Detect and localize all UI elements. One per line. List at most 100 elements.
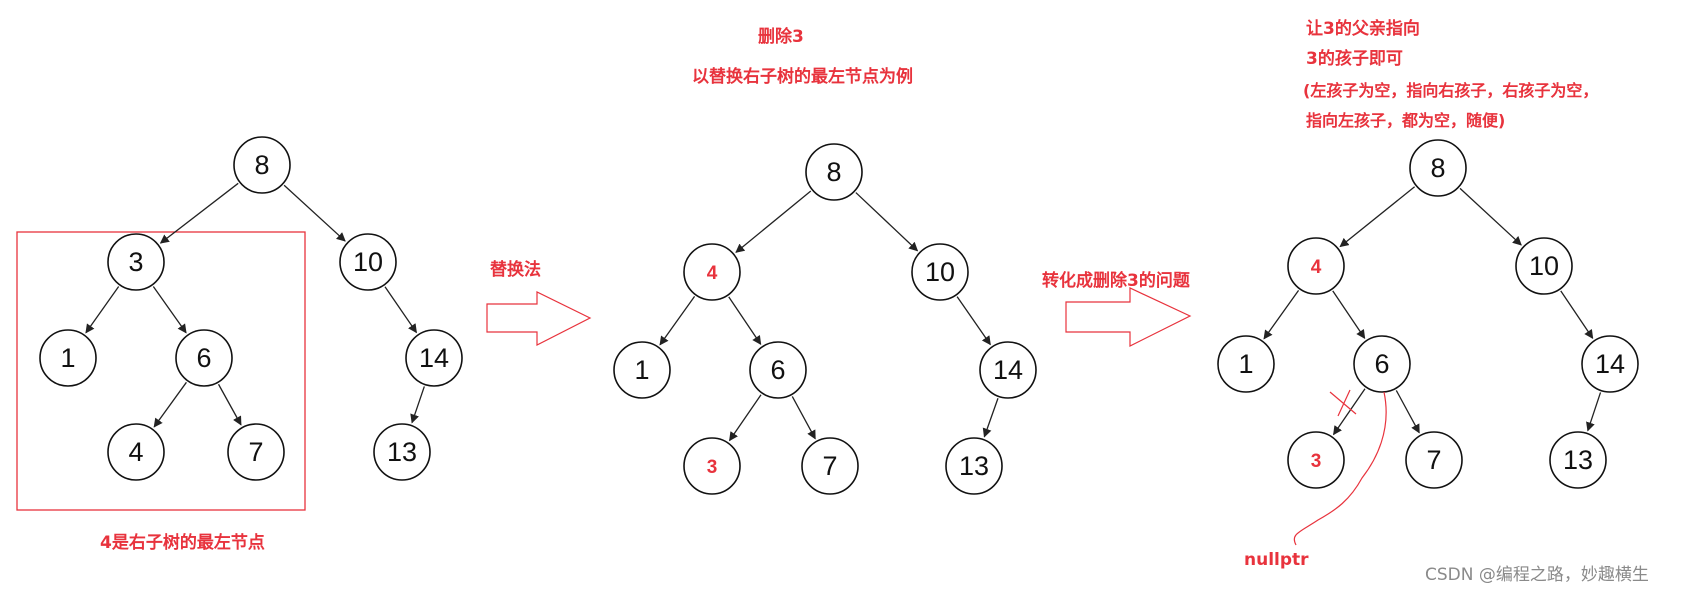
node-circle [683, 437, 741, 495]
tree-node-t2-4: 4 [683, 243, 741, 301]
node-circle [405, 329, 463, 387]
node-label: 8 [826, 157, 841, 187]
node-circle [613, 341, 671, 399]
edge-t1-10-to-t1-14 [384, 286, 417, 334]
tree-node-t2-13: 13 [945, 437, 1003, 495]
edge-t1-8-to-t1-3 [159, 182, 239, 244]
tree-node-t3-6: 6 [1353, 335, 1411, 393]
tree-node-t2-1: 1 [613, 341, 671, 399]
edge-t3-6-to-t3-3 [1333, 388, 1366, 436]
parent-note-line-1: 让3的父亲指向 [1306, 18, 1420, 39]
edge-t2-10-to-t2-14 [956, 296, 991, 346]
tree-node-t1-4: 4 [107, 423, 165, 481]
tree-node-t3-8: 8 [1409, 139, 1467, 197]
node-label: 8 [1430, 153, 1445, 183]
node-label: 13 [1563, 445, 1593, 475]
edge-t3-8-to-t3-10 [1459, 187, 1522, 246]
node-label: 7 [248, 437, 263, 467]
node-label: 10 [1529, 251, 1559, 281]
cut-mark [1329, 389, 1357, 417]
node-circle [1581, 335, 1639, 393]
edge-t2-14-to-t2-13 [982, 398, 999, 438]
edge-t3-8-to-t3-4 [1339, 186, 1416, 248]
tree-node-t2-6: 6 [749, 341, 807, 399]
node-circle [945, 437, 1003, 495]
node-label: 8 [254, 150, 269, 180]
node-label: 1 [1238, 349, 1253, 379]
node-label: 4 [128, 437, 143, 467]
node-circle [339, 233, 397, 291]
tree-node-t3-1: 1 [1217, 335, 1275, 393]
node-label: 10 [353, 247, 383, 277]
tree-node-t3-10: 10 [1515, 237, 1573, 295]
edge-t2-6-to-t2-3 [729, 394, 762, 442]
tree-edges [85, 182, 1602, 442]
node-label: 6 [196, 343, 211, 373]
tree-node-t1-6: 6 [175, 329, 233, 387]
node-circle [1405, 431, 1463, 489]
tree-node-t1-13: 13 [373, 423, 431, 481]
tree-node-t2-14: 14 [979, 341, 1037, 399]
tree-node-t1-8: 8 [233, 136, 291, 194]
edge-t3-10-to-t3-14 [1560, 290, 1594, 340]
node-circle [1287, 431, 1345, 489]
node-circle [227, 423, 285, 481]
node-label: 4 [707, 263, 718, 284]
tree-node-t2-8: 8 [805, 143, 863, 201]
node-label: 1 [634, 355, 649, 385]
csdn-watermark: CSDN @编程之路，妙趣横生 [1425, 565, 1649, 585]
replace-example-title: 以替换右子树的最左节点为例 [692, 66, 913, 87]
tree-node-t3-4: 4 [1287, 237, 1345, 295]
tree-node-t2-3: 3 [683, 437, 741, 495]
node-circle [1217, 335, 1275, 393]
parent-note-line-2: 3的孩子即可 [1306, 48, 1403, 69]
node-circle [805, 143, 863, 201]
tree-node-t3-13: 13 [1549, 431, 1607, 489]
node-label: 6 [770, 355, 785, 385]
node-circle [1353, 335, 1411, 393]
node-label: 14 [419, 343, 449, 373]
delete-three-title: 删除3 [758, 26, 804, 47]
edge-t1-14-to-t1-13 [410, 386, 425, 424]
edge-t3-14-to-t3-13 [1586, 392, 1602, 432]
node-label: 3 [707, 457, 718, 478]
parent-note-line-3: (左孩子为空，指向右孩子，右孩子为空， [1303, 81, 1598, 100]
node-circle [979, 341, 1037, 399]
node-circle [911, 243, 969, 301]
node-circle [39, 329, 97, 387]
tree-node-t3-3: 3 [1287, 431, 1345, 489]
edge-t1-6-to-t1-7 [217, 383, 242, 426]
node-circle [107, 423, 165, 481]
replace-method-label: 替换法 [490, 259, 541, 280]
edge-t2-4-to-t2-1 [659, 296, 696, 346]
node-circle [233, 136, 291, 194]
node-label: 10 [925, 257, 955, 287]
node-circle [1409, 139, 1467, 197]
node-circle [749, 341, 807, 399]
node-label: 13 [959, 451, 989, 481]
node-label: 3 [1311, 451, 1322, 472]
node-label: 4 [1311, 257, 1322, 278]
tree-node-t1-14: 14 [405, 329, 463, 387]
left-subtree-highlight-box [16, 231, 306, 511]
edge-t2-8-to-t2-10 [855, 192, 919, 252]
edge-t3-4-to-t3-1 [1263, 290, 1300, 340]
parent-note-line-4: 指向左孩子，都为空，随便) [1306, 111, 1505, 130]
node-label: 1 [60, 343, 75, 373]
transition-arrow-1 [486, 291, 592, 346]
tree-node-t3-7: 7 [1405, 431, 1463, 489]
node-label: 7 [1426, 445, 1441, 475]
node-circle [1515, 237, 1573, 295]
node-label: 13 [387, 437, 417, 467]
leftmost-node-note: 4是右子树的最左节点 [100, 532, 265, 553]
nullptr-label: nullptr [1244, 550, 1309, 570]
edge-t2-6-to-t2-7 [791, 396, 816, 440]
node-circle [1287, 237, 1345, 295]
node-circle [1549, 431, 1607, 489]
tree-node-t2-10: 10 [911, 243, 969, 301]
edge-t2-4-to-t2-6 [728, 296, 762, 346]
node-circle [801, 437, 859, 495]
node-label: 7 [822, 451, 837, 481]
tree-node-t1-7: 7 [227, 423, 285, 481]
